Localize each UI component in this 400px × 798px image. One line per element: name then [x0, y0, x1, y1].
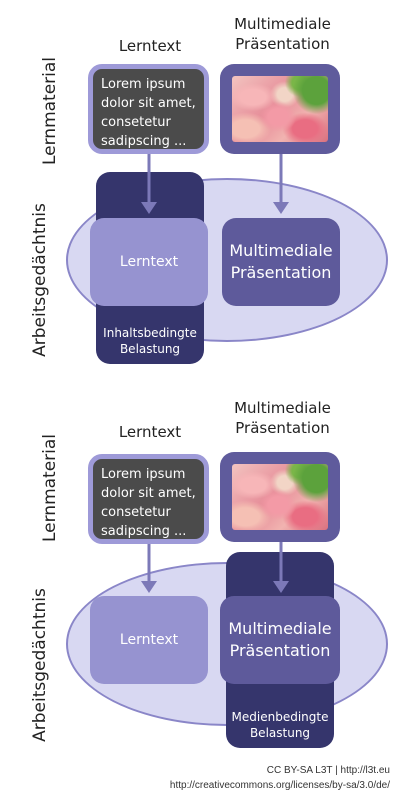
license-line: CC BY-SA L3T | http://l3t.eu	[266, 765, 390, 776]
food-photo-image	[232, 464, 328, 530]
lerntext-memory-box: Lerntext	[90, 218, 208, 306]
header-lerntext: Lerntext	[118, 37, 182, 55]
license-url: http://creativecommons.org/licenses/by-s…	[169, 780, 390, 791]
lerntext-memory-box: Lerntext	[90, 596, 208, 684]
header-multimedia: Multimediale Präsentation	[234, 15, 331, 53]
lerntext-material-card: Lorem ipsum dolor sit amet, consetetur s…	[88, 454, 209, 544]
diagram-panel-media-load: Lernmaterial Arbeitsgedächtnis Lerntext …	[0, 392, 400, 782]
flow-arrows	[141, 154, 289, 214]
header-multimedia: Multimediale Präsentation	[234, 399, 331, 437]
multimedia-memory-box: Multimediale Präsentation	[222, 218, 340, 306]
diagram-panel-content-load: Lernmaterial Arbeitsgedächtnis Lerntext …	[0, 0, 400, 390]
multimedia-memory-box: Multimediale Präsentation	[220, 596, 340, 684]
lerntext-material-card: Lorem ipsum dolor sit amet, consetetur s…	[88, 64, 209, 154]
header-lerntext: Lerntext	[118, 423, 182, 441]
multimedia-material-card	[220, 452, 340, 542]
food-photo-image	[232, 76, 328, 142]
flow-arrows	[141, 542, 289, 593]
multimedia-material-card	[220, 64, 340, 154]
